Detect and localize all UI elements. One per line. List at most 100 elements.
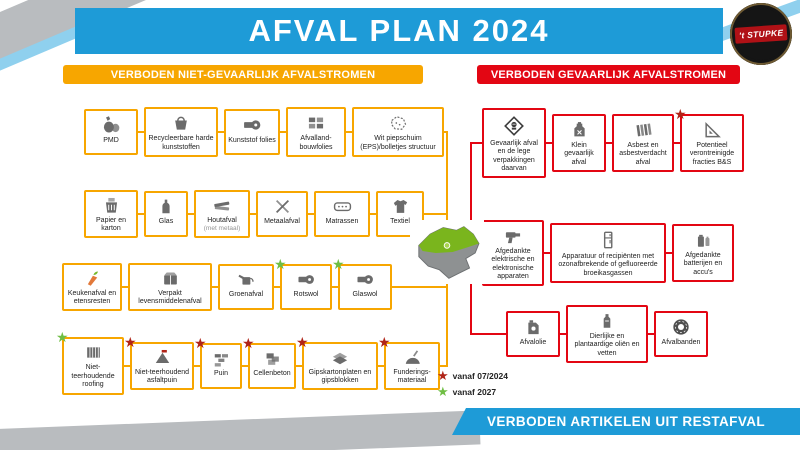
box-verpakt-levensmiddelen: Verpakt levensmiddelenafval [128, 262, 212, 312]
box-matrassen: Matrassen [314, 191, 370, 237]
box-landbouwfolies: Afvalland-bouwfolies [286, 107, 346, 157]
belgium-map [410, 220, 484, 284]
star-green-icon: ★ [274, 256, 287, 272]
box-label: Afgedankte batterijen en accu's [683, 251, 723, 276]
hazard-diamond-icon [504, 115, 524, 136]
left-row-3: Keukenafval en etensresten Verpakt leven… [62, 256, 448, 318]
box-label: Papier en karton [96, 216, 126, 232]
page-title: AFVAL PLAN 2024 [248, 13, 550, 48]
oil-bottle-icon [603, 314, 611, 328]
glass-bottle-icon [162, 199, 170, 214]
tire-icon [673, 319, 689, 335]
left-row-2: Papier en karton Glas Houtafval (met met… [84, 186, 448, 242]
box-label: Groenafval [228, 291, 264, 298]
box-label: Puin [213, 370, 228, 377]
decorative-gray-band-bottom [0, 410, 481, 450]
fridge-icon [603, 231, 613, 249]
box-label: Matrassen [325, 218, 359, 225]
star-green-icon: ★ [332, 256, 345, 272]
paper-bin-icon [105, 197, 117, 213]
box-label: Glaswol [352, 291, 378, 298]
mattress-icon [333, 202, 351, 212]
box-groenafval: Groenafval [218, 264, 274, 310]
metal-scrap-icon [275, 200, 289, 213]
box-harde-kunststoffen: Recycleerbare harde kunststoffen [144, 107, 218, 157]
box-puin: ★ Puin [194, 336, 242, 389]
legend-item-red: ★ vanaf 07/2024 [437, 369, 508, 382]
left-row-1: PMD Recycleerbare harde kunststoffen Kun… [84, 100, 448, 164]
box-label: Cellenbeton [253, 370, 291, 377]
right-row-3: Afvalolie Dierlijke en plantaardige olië… [470, 304, 708, 364]
chemical-can-icon [573, 121, 585, 137]
star-red-icon: ★ [194, 335, 207, 351]
box-label: Verpakt levensmiddelenafval [138, 289, 202, 305]
left-section-title: VERBODEN NIET-GEVAARLIJK AFVALSTROMEN [63, 65, 423, 84]
construction-film-icon [308, 117, 324, 129]
box-label: Textiel [390, 218, 410, 225]
right-section-title: VERBODEN GEVAARLIJK AFVALSTROMEN [477, 65, 740, 84]
box-label: Gipskartonplaten en gipsblokken [308, 368, 372, 384]
bricks-icon [214, 354, 228, 367]
box-houtafval: Houtafval (met metaal) [194, 190, 250, 238]
battery-icon [697, 234, 709, 247]
hard-plastics-bucket-icon [175, 116, 187, 130]
footer-banner: VERBODEN ARTIKELEN UIT RESTAFVAL [452, 408, 800, 435]
eps-foam-map-icon [391, 116, 407, 130]
box-asfaltpuin: ★ Niet-teerhoudend asfaltpuin [124, 335, 194, 391]
concrete-blocks-icon [266, 353, 279, 365]
box-label: Gevaarlijk afval en de lege verpakkingen… [490, 139, 538, 172]
box-label: Keukenafval en etensresten [67, 289, 117, 305]
box-pmd: PMD [84, 109, 138, 155]
legend-label: vanaf 07/2024 [452, 370, 508, 381]
main-banner: AFVAL PLAN 2024 [75, 8, 723, 54]
wood-planks-icon [214, 201, 230, 211]
box-label: Afvalbanden [661, 339, 701, 346]
box-klein-gevaarlijk-afval: Klein gevaarlijk afval [552, 113, 606, 173]
box-label: Niet-teerhoudende roofing [71, 364, 115, 389]
box-label: Glas [158, 218, 174, 225]
legend-item-green: ★ vanaf 2027 [437, 385, 508, 398]
box-piepschuim: Wit piepschuim (EPS)/bolletjes structuur [352, 107, 444, 157]
box-afvalolie: Afvalolie [506, 311, 560, 357]
excavation-mound-icon [405, 350, 420, 364]
star-green-icon: ★ [56, 329, 69, 346]
box-asbest: Asbest en asbestverdacht afval [612, 113, 674, 173]
box-label: Metaalafval [264, 218, 300, 225]
star-red-icon: ★ [437, 368, 449, 383]
star-red-icon: ★ [378, 333, 391, 350]
roofing-roll-icon [86, 347, 100, 359]
box-label: Rotswol [293, 291, 319, 298]
box-label: PMD [103, 137, 119, 144]
box-ozonapparatuur: Apparatuur of recipiënten met ozonafbrek… [550, 222, 666, 284]
box-funderingsmateriaal: ★ Funderings-materiaal [378, 335, 440, 391]
drill-icon [505, 231, 521, 243]
plastic-film-roll-icon [244, 120, 261, 130]
box-kunststof-folies: Kunststof folies [224, 109, 280, 155]
box-label: Niet-teerhoudend asfaltpuin [134, 368, 190, 384]
box-roofing: ★ Niet-teerhoudende roofing [56, 330, 124, 395]
box-label: Afvalolie [519, 339, 547, 346]
box-glas: Glas [144, 191, 188, 237]
pmd-bags-icon [103, 116, 120, 133]
box-batterijen: Afgedankte batterijen en accu's [672, 223, 734, 283]
box-olien-vetten: Dierlijke en plantaardige oliën en vette… [566, 304, 648, 364]
set-square-icon [705, 121, 721, 138]
box-label: Houtafval [207, 217, 237, 225]
stupke-logo: 't STUPKE [730, 3, 792, 65]
box-label: Funderings-materiaal [393, 368, 431, 384]
gypsum-boards-icon [332, 352, 348, 364]
box-label: Wit piepschuim (EPS)/bolletjes structuur [360, 135, 436, 151]
box-label: Recycleerbare harde kunststoffen [148, 135, 214, 151]
box-sublabel: (met metaal) [203, 225, 241, 233]
oil-jerrycan-icon [527, 320, 539, 335]
box-label: Klein gevaarlijk afval [564, 141, 594, 166]
box-label: Asbest en asbestverdacht afval [619, 141, 667, 166]
box-label: Potentieel verontreinigde fracties B&S [689, 141, 735, 166]
box-fracties-bs: ★ Potentieel verontreinigde fracties B&S [674, 107, 744, 173]
rockwool-roll-icon [298, 275, 314, 284]
box-gevaarlijk-afval: Gevaarlijk afval en de lege verpakkingen… [482, 107, 546, 179]
box-metaalafval: Metaalafval [256, 191, 308, 237]
star-legend: ★ vanaf 07/2024 ★ vanaf 2027 [437, 369, 508, 398]
star-red-icon: ★ [242, 335, 255, 351]
